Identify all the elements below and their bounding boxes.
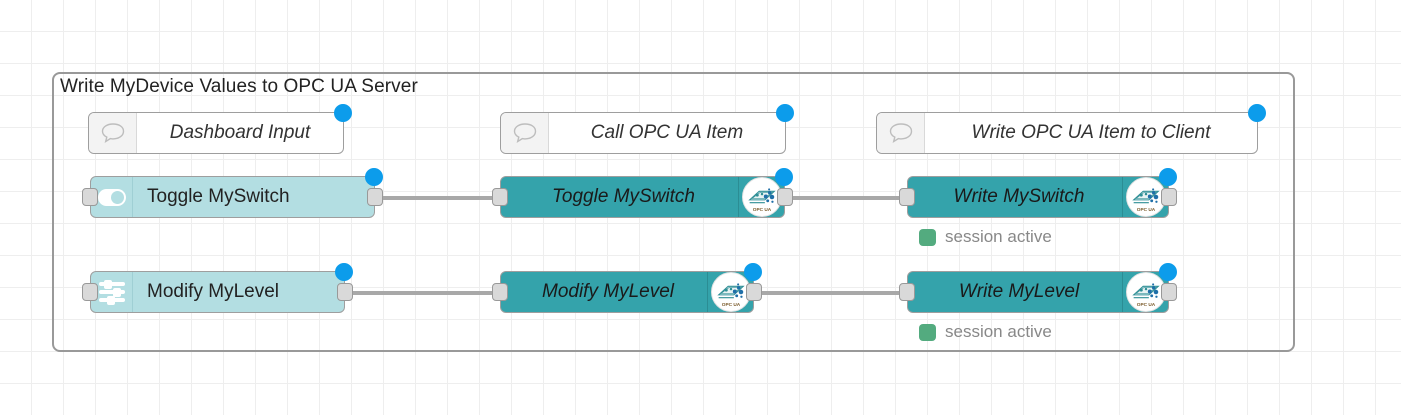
comment-bubble-icon: [501, 113, 549, 153]
node-input-port[interactable]: [899, 283, 915, 301]
comment-node-write-opc-ua-item-to-client[interactable]: Write OPC UA Item to Client: [876, 104, 1266, 154]
node-group-box[interactable]: [52, 72, 1295, 352]
opc-ua-logo-icon: OPC UA: [1122, 177, 1168, 217]
status-dot-icon: [919, 323, 936, 341]
wire-level-dashboard-to-call[interactable]: [345, 291, 500, 295]
status-dot-icon: [919, 228, 936, 246]
changed-indicator-dot: [744, 263, 762, 281]
opcua-node-write-myswitch[interactable]: Write MySwitch OPC UA: [899, 168, 1177, 218]
opc-ua-logo-icon: OPC UA: [1122, 272, 1168, 312]
changed-indicator-dot: [334, 104, 352, 122]
node-input-port[interactable]: [899, 188, 915, 206]
wire-level-call-to-write[interactable]: [753, 291, 907, 295]
node-label: Toggle MySwitch: [552, 186, 695, 207]
toggle-switch-icon: [91, 177, 133, 217]
comment-bubble-icon: [89, 113, 137, 153]
svg-text:OPC UA: OPC UA: [752, 207, 771, 213]
node-label: Write MySwitch: [953, 186, 1085, 207]
changed-indicator-dot: [776, 104, 794, 122]
node-output-port[interactable]: [746, 283, 762, 301]
node-input-port[interactable]: [492, 188, 508, 206]
comment-bubble-icon: [877, 113, 925, 153]
changed-indicator-dot: [1248, 104, 1266, 122]
node-output-port[interactable]: [367, 188, 383, 206]
changed-indicator-dot: [775, 168, 793, 186]
node-status-write-myswitch: session active: [919, 227, 1052, 247]
node-label: Write MyLevel: [958, 281, 1080, 302]
opc-ua-logo-icon: OPC UA: [707, 272, 753, 312]
node-label: Modify MyLevel: [147, 281, 279, 302]
comment-node-dashboard-input[interactable]: Dashboard Input: [88, 104, 352, 154]
node-output-port[interactable]: [1161, 283, 1177, 301]
node-status-write-mylevel: session active: [919, 322, 1052, 342]
status-text: session active: [945, 322, 1052, 341]
node-output-port[interactable]: [337, 283, 353, 301]
node-group-title: Write MyDevice Values to OPC UA Server: [60, 76, 418, 97]
comment-node-call-opc-ua-item[interactable]: Call OPC UA Item: [500, 104, 794, 154]
opcua-node-call-toggle-myswitch[interactable]: Toggle MySwitch OPC UA: [492, 168, 793, 218]
node-input-port[interactable]: [82, 283, 98, 301]
changed-indicator-dot: [1159, 168, 1177, 186]
comment-label: Write OPC UA Item to Client: [971, 122, 1211, 143]
comment-label: Dashboard Input: [169, 122, 311, 143]
node-output-port[interactable]: [777, 188, 793, 206]
wire-toggle-call-to-write[interactable]: [784, 196, 907, 200]
svg-text:OPC UA: OPC UA: [1136, 302, 1155, 308]
wire-toggle-dashboard-to-call[interactable]: [375, 196, 500, 200]
opcua-node-call-modify-mylevel[interactable]: Modify MyLevel OPC UA: [492, 263, 762, 313]
slider-icon: [91, 272, 133, 312]
dashboard-node-toggle-myswitch[interactable]: Toggle MySwitch: [82, 168, 383, 218]
changed-indicator-dot: [1159, 263, 1177, 281]
comment-label: Call OPC UA Item: [590, 122, 744, 143]
node-label: Modify MyLevel: [542, 281, 674, 302]
node-label: Toggle MySwitch: [147, 186, 290, 207]
node-input-port[interactable]: [82, 188, 98, 206]
node-input-port[interactable]: [492, 283, 508, 301]
node-output-port[interactable]: [1161, 188, 1177, 206]
dashboard-node-modify-mylevel[interactable]: Modify MyLevel: [82, 263, 353, 313]
changed-indicator-dot: [335, 263, 353, 281]
opcua-node-write-mylevel[interactable]: Write MyLevel OPC UA: [899, 263, 1177, 313]
status-text: session active: [945, 227, 1052, 246]
svg-text:OPC UA: OPC UA: [721, 302, 740, 308]
changed-indicator-dot: [365, 168, 383, 186]
svg-text:OPC UA: OPC UA: [1136, 207, 1155, 213]
